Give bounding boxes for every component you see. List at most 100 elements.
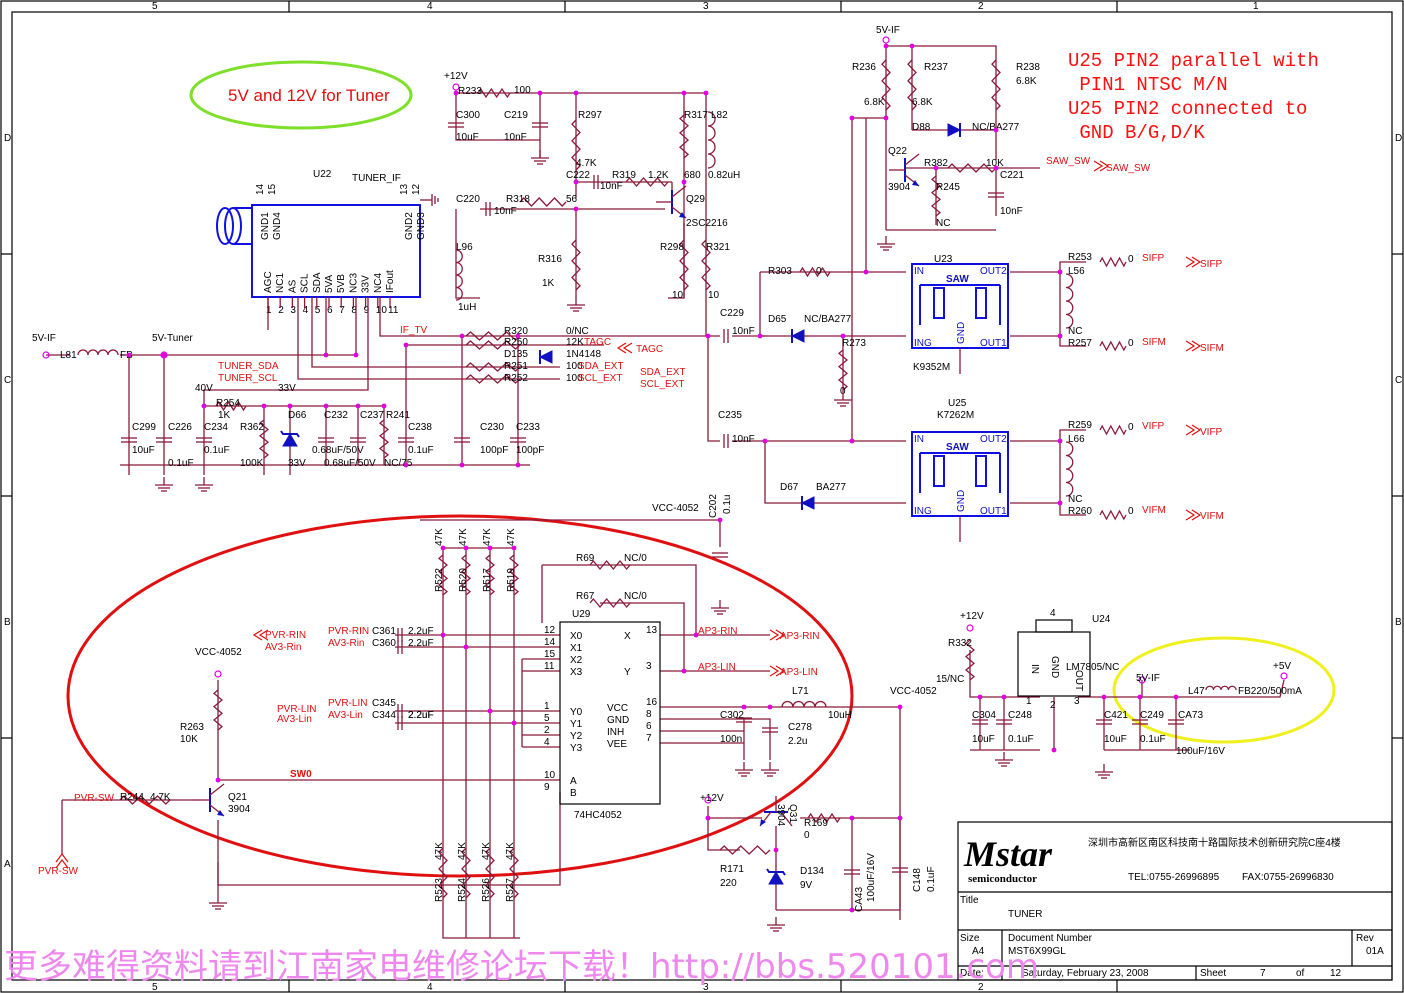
resistor-value: 10 (672, 290, 684, 301)
junction-dot (323, 403, 329, 409)
diode-value: BA277 (816, 482, 846, 493)
ground-symbol (761, 762, 779, 777)
resistor-ref: R520 (458, 568, 469, 592)
resistor-value: 0 (1128, 422, 1134, 433)
capacitor-value: 10uF (456, 132, 479, 143)
resistor-ref: R317 (684, 110, 708, 121)
resistor-ref: R254 (216, 398, 240, 409)
net-port: SCL_EXT (640, 379, 684, 390)
size-value: A4 (972, 946, 985, 957)
mux-pin-num: 3 (646, 661, 652, 672)
resistor-value: 10K (180, 734, 198, 745)
resistor-value: 47K (481, 842, 492, 860)
resistor-ref: R318 (506, 194, 530, 205)
junction-dot (863, 269, 869, 275)
ground-symbol (711, 600, 729, 615)
resistor-ref: R253 (1068, 252, 1092, 263)
junction-dot (705, 815, 711, 821)
junction-dot (201, 403, 207, 409)
resistor-value: 47K (434, 842, 445, 860)
u25-note-line: GND B/G,D/K (1068, 122, 1205, 144)
capacitor-ref: C344 (372, 710, 396, 721)
total-sheets: 12 (1330, 968, 1342, 979)
junction-dot (840, 333, 846, 339)
junction-dot (511, 720, 517, 726)
pin-num: 3 (290, 305, 296, 316)
resistor-value: 47K (482, 528, 493, 546)
mux-part: 74HC4052 (574, 810, 622, 821)
resistor-value: NC/75 (384, 458, 413, 469)
docnum-label: Document Number (1008, 933, 1093, 944)
junction-dot (515, 333, 521, 339)
mux-pin-num: 9 (544, 782, 550, 793)
junction-dot (511, 545, 517, 551)
mux-pin-label: B (570, 788, 577, 799)
date-value: Saturday, February 23, 2008 (1022, 968, 1149, 979)
resistor-value: 0/NC (566, 326, 589, 337)
resistor-value: 47K (457, 842, 468, 860)
saw-ref: U25 (948, 398, 967, 409)
capacitor-ref: C220 (456, 194, 480, 205)
resistor-ref: R252 (504, 373, 528, 384)
net-port: AP3-RIN (780, 631, 819, 642)
regulator-u24: U24 LM7805/NC IN GND OUT 1 2 3 4 (1017, 608, 1119, 711)
ground-symbol (834, 392, 852, 407)
transistor-value: 3904 (228, 804, 251, 815)
red-highlight-ellipse (66, 514, 854, 878)
inductor-ref: L66 (1068, 434, 1085, 445)
net-label: AV3-Lin (328, 710, 363, 721)
diode-value: 33V (288, 458, 306, 469)
junction-dot (403, 342, 409, 348)
saw-pin: IN (914, 434, 924, 445)
resistor-value: 0 (1128, 506, 1134, 517)
net-label: AP3-RIN (698, 626, 737, 637)
tuner-name: TUNER_IF (352, 173, 401, 184)
pin-label: GND1 (260, 212, 271, 240)
pin-num: 5 (315, 305, 321, 316)
resistor-ref: R236 (852, 62, 876, 73)
mux-pin-num: 14 (544, 637, 556, 648)
of-label: of (1296, 968, 1305, 979)
resistor-ref: R332 (948, 638, 972, 649)
junction-dot (573, 90, 579, 96)
junction-dot (705, 333, 711, 339)
capacitor-c220: C220 10nF (456, 194, 517, 217)
saw-pin: GND (956, 490, 967, 512)
pin-num: 1 (266, 305, 272, 316)
inductor-ref: L56 (1068, 266, 1085, 277)
mux-pin-num: 6 (646, 721, 652, 732)
docnum-value: MST6X99GL (1008, 946, 1066, 957)
capacitor-value: 10uF (132, 445, 155, 456)
junction-dot (849, 815, 855, 821)
capacitor-ref: C360 (372, 638, 396, 649)
power-pin-symbol (882, 36, 890, 44)
net-label: VCC-4052 (195, 647, 242, 658)
mux-pin-num: 2 (544, 725, 550, 736)
mux-u29: U29 74HC4052 12X014X115X211X31Y05Y12Y24Y… (544, 609, 661, 821)
capacitor-value: 10nF (494, 206, 517, 217)
col-label: 5 (152, 1, 158, 12)
junction-dot (1057, 333, 1063, 339)
resistor-ref: R233 (458, 86, 482, 97)
resistor-ref: R316 (538, 254, 562, 265)
resistor-ref: R522 (0, 0, 24, 3)
transistor-ref: Q21 (228, 792, 247, 803)
junction-dot (681, 90, 687, 96)
row-label: B (4, 617, 11, 628)
col-label: 3 (703, 982, 709, 993)
